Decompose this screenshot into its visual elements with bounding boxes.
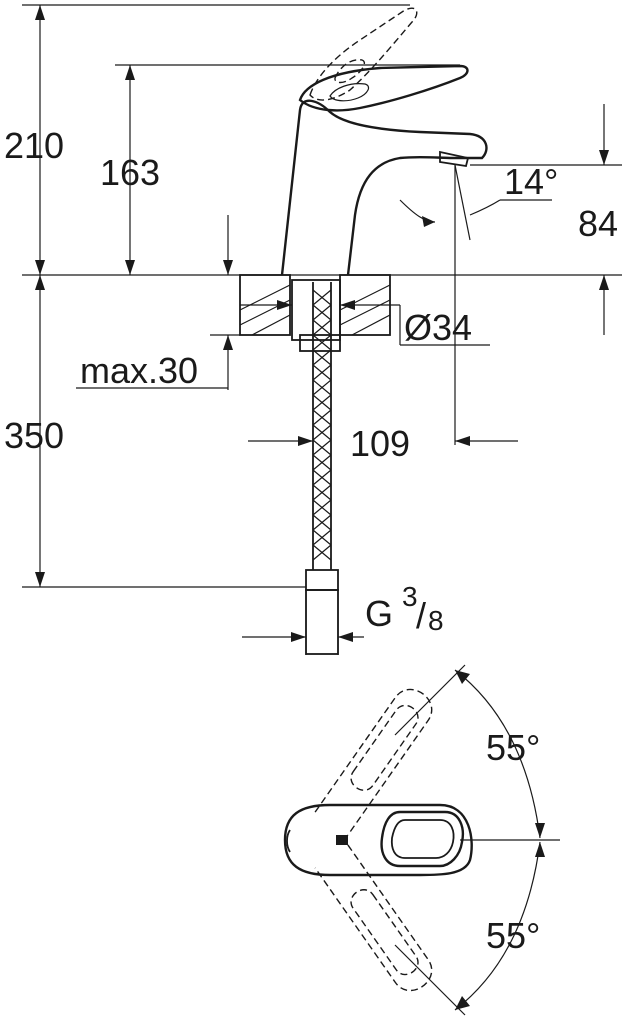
lever-closed-inner [329, 83, 370, 102]
label-connection-thread-prefix: G [365, 593, 393, 634]
faucet-top-view [283, 664, 560, 1016]
top-view-lever-oval-inner [390, 819, 455, 859]
label-lever-angle-back: 55° [486, 727, 540, 768]
flexible-hose [312, 282, 332, 570]
hose-connector-tail [305, 589, 339, 655]
hose-connector-nut [305, 569, 339, 591]
top-view-lever-oval [380, 810, 464, 868]
label-overall-height: 210 [4, 125, 64, 166]
faucet-body [280, 99, 488, 276]
lever-rotated-front-ghost [314, 844, 433, 992]
temperature-indicator [336, 835, 348, 845]
label-lever-angle-front: 55° [486, 915, 540, 956]
aerator-outlet [439, 150, 470, 168]
label-connection-thread-numerator: 3 [402, 581, 418, 612]
mounting-nut [299, 334, 341, 352]
dimension-lines [22, 4, 622, 655]
dimension-labels: 210 163 84 14° Ø34 max.30 350 109 G 3 / … [4, 125, 618, 956]
lever-rotated-back-ghost [314, 688, 433, 836]
label-spout-reach: 109 [350, 423, 410, 464]
svg-text:/: / [416, 595, 426, 636]
label-spout-angle: 14° [504, 161, 558, 202]
faucet-side-view [22, 7, 622, 655]
label-hole-diameter: Ø34 [404, 307, 472, 348]
label-spout-height: 163 [100, 152, 160, 193]
top-view-body [283, 803, 473, 877]
label-connection-thread-denominator: 8 [428, 605, 444, 636]
lever-open-ghost [309, 7, 418, 101]
mounting-shank [291, 279, 341, 341]
label-outlet-height: 84 [578, 203, 618, 244]
label-max-deck-thickness: max.30 [80, 350, 198, 391]
lever-open-ghost-inner [334, 59, 366, 84]
lever-closed [298, 64, 469, 112]
label-hose-length: 350 [4, 415, 64, 456]
